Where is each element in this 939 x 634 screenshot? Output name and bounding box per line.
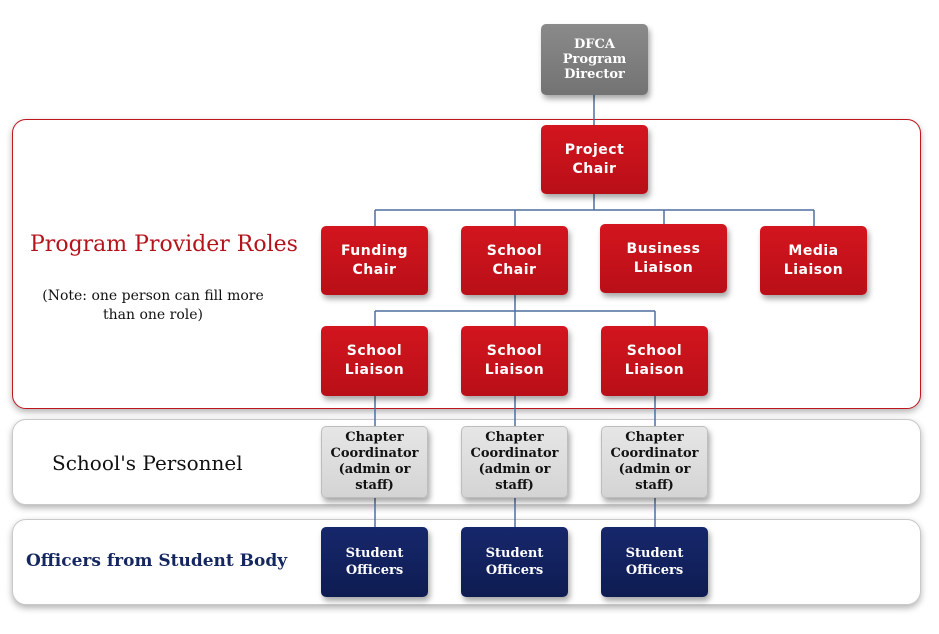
node-chapter-coordinator-1: Chapter Coordinator (admin or staff) <box>321 426 428 498</box>
program-provider-roles-label: Program Provider Roles <box>30 232 298 257</box>
node-student-officers-3: Student Officers <box>601 527 708 597</box>
schools-personnel-label: School's Personnel <box>52 451 243 475</box>
node-school-liaison-2: School Liaison <box>461 326 568 396</box>
node-funding-chair: Funding Chair <box>321 226 428 295</box>
node-chapter-coordinator-3: Chapter Coordinator (admin or staff) <box>601 426 708 498</box>
role-note: (Note: one person can fill more than one… <box>42 288 264 323</box>
node-business-liaison: Business Liaison <box>600 224 727 293</box>
node-student-officers-2: Student Officers <box>461 527 568 597</box>
node-dfca-program-director: DFCA Program Director <box>541 24 648 95</box>
node-media-liaison: Media Liaison <box>760 226 867 295</box>
node-chapter-coordinator-2: Chapter Coordinator (admin or staff) <box>461 426 568 498</box>
officers-from-student-body-label: Officers from Student Body <box>26 551 288 571</box>
node-school-liaison-3: School Liaison <box>601 326 708 396</box>
node-school-chair: School Chair <box>461 226 568 295</box>
node-project-chair: Project Chair <box>541 125 648 194</box>
node-school-liaison-1: School Liaison <box>321 326 428 396</box>
node-student-officers-1: Student Officers <box>321 527 428 597</box>
